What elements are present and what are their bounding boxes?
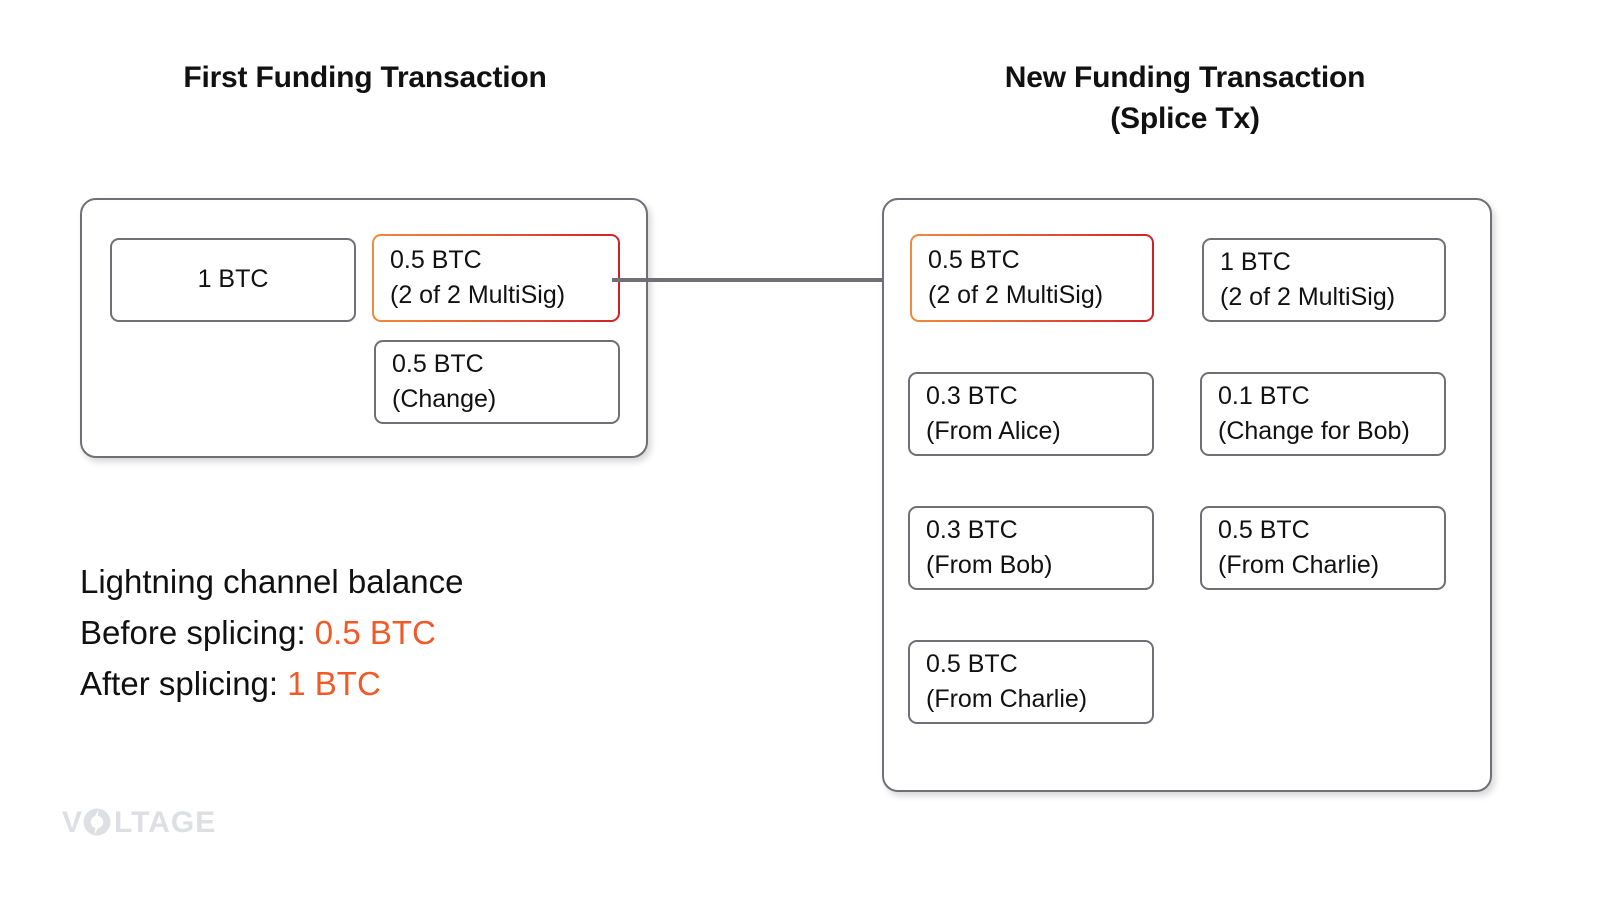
balance-after-label: After splicing: [80,665,288,702]
output-amount: 1 BTC [1220,247,1291,276]
output-note: (Change) [392,385,497,413]
output-amount: 0.3 BTC [926,381,1018,410]
splice-output-box-multisig-1btc[interactable]: 1 BTC (2 of 2 MultiSig) [1202,238,1446,322]
new-funding-transaction-title-line1: New Funding Transaction [1004,61,1366,94]
output-amount: 1 BTC [197,265,269,294]
balance-heading: Lightning channel balance [80,563,464,600]
output-note: (2 of 2 MultiSig) [1220,283,1396,311]
output-amount: 0.5 BTC [928,245,1020,274]
output-note: (Change for Bob) [1218,417,1410,445]
output-note: (From Charlie) [926,685,1088,713]
splice-output-box-multisig-highlighted[interactable]: 0.5 BTC (2 of 2 MultiSig) [910,234,1154,322]
voltage-logo: V LTAGE [62,806,240,839]
splice-output-box-from-charlie-a[interactable]: 0.5 BTC (From Charlie) [1200,506,1446,590]
new-funding-transaction-title-line2: (Splice Tx) [1110,101,1260,135]
new-funding-transaction-title: New Funding Transaction (Splice Tx) [900,58,1470,139]
splice-output-box-from-bob[interactable]: 0.3 BTC (From Bob) [908,506,1154,590]
balance-before-value: 0.5 BTC [314,614,436,651]
output-box-change[interactable]: 0.5 BTC (Change) [374,340,620,424]
output-note: (2 of 2 MultiSig) [928,281,1104,309]
output-amount: 0.5 BTC [390,245,482,274]
splice-output-box-from-alice[interactable]: 0.3 BTC (From Alice) [908,372,1154,456]
first-funding-transaction-title: First Funding Transaction [183,61,547,94]
output-amount: 0.5 BTC [1218,515,1310,544]
balance-before-label: Before splicing: [80,614,315,651]
splice-output-box-from-charlie-b[interactable]: 0.5 BTC (From Charlie) [908,640,1154,724]
output-box-multisig-highlighted[interactable]: 0.5 BTC (2 of 2 MultiSig) [372,234,620,322]
splice-output-box-change-for-bob[interactable]: 0.1 BTC (Change for Bob) [1200,372,1446,456]
lightning-balance-note: Lightning channel balance Before splicin… [80,556,700,709]
svg-text:LTAGE: LTAGE [114,806,216,839]
output-amount: 0.1 BTC [1218,381,1310,410]
output-note: (From Alice) [926,417,1061,445]
output-amount: 0.3 BTC [926,515,1018,544]
output-amount: 0.5 BTC [392,349,484,378]
output-note: (From Charlie) [1218,551,1380,579]
balance-after-value: 1 BTC [287,665,381,702]
output-note: (2 of 2 MultiSig) [390,281,566,309]
balance-before-splicing: Before splicing: 0.5 BTC [80,607,700,658]
output-note: (From Bob) [926,551,1053,579]
svg-text:V: V [62,806,83,839]
balance-after-splicing: After splicing: 1 BTC [80,658,700,709]
output-box-1btc-input[interactable]: 1 BTC [110,238,356,322]
arrow-right-icon [612,266,918,294]
voltage-bolt-o-icon: V LTAGE [62,806,216,839]
output-amount: 0.5 BTC [926,649,1018,678]
